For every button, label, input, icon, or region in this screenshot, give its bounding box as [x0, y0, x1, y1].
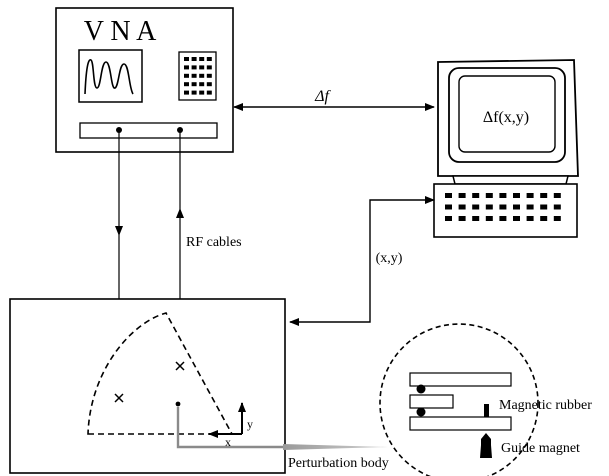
vna-keypad-key [199, 57, 205, 61]
keyboard-key [485, 204, 493, 210]
computer-scan-link [289, 196, 435, 326]
keyboard-key [526, 193, 534, 198]
vna-keypad-key [206, 57, 212, 61]
vna-keypad-key [199, 73, 205, 78]
keyboard-key [458, 204, 466, 210]
vna-keypad-key [191, 90, 197, 95]
keyboard-key [553, 204, 561, 210]
scan-area-frame [9, 298, 286, 474]
rf-cable-1-arrow [115, 226, 123, 236]
keyboard-key [472, 204, 480, 210]
probe-marker-1 [114, 393, 124, 403]
vna-keypad-key [199, 82, 205, 87]
vna-keypad [178, 51, 217, 101]
vna-keypad-key [184, 65, 189, 70]
perturbation-body [175, 401, 181, 407]
rf-cables-label: RF cables [186, 235, 242, 250]
keyboard-key [540, 193, 548, 198]
monitor-stand [452, 175, 569, 185]
keyboard-keys [445, 193, 561, 221]
keyboard-key [553, 216, 561, 221]
vna-computer-link-label: Δf [314, 88, 331, 105]
detail-top-plate [409, 372, 512, 387]
keyboard-key [458, 216, 466, 221]
perturbation-body-label: Perturbation body [288, 456, 389, 471]
detail-ball-top [416, 384, 426, 394]
keyboard-key [472, 216, 480, 221]
detail-magnifier: Magnetic rubber Guide magnet [379, 323, 592, 476]
magnetic-rubber-label: Magnetic rubber [499, 398, 592, 413]
keyboard-key [499, 204, 507, 210]
keyboard-key [553, 193, 561, 198]
computer: Δf(x,y) [433, 59, 579, 238]
keyboard-key [445, 204, 452, 210]
keyboard-key [485, 216, 493, 221]
axis-x-label: x [225, 435, 231, 449]
vna-title: V N A [84, 16, 157, 47]
detail-ball-bottom [416, 407, 426, 417]
keyboard-key [445, 216, 452, 221]
vna-instrument: V N A [55, 7, 234, 153]
perturbation-beam [283, 444, 388, 450]
vna-keypad-key [206, 90, 212, 95]
keyboard-key [472, 193, 480, 198]
cavity-outline [87, 312, 234, 435]
vna-port-strip [79, 122, 218, 139]
keyboard-key [540, 204, 548, 210]
detail-middle-plate [409, 394, 454, 409]
vna-keypad-key [206, 65, 212, 70]
detail-circle [379, 323, 539, 476]
vna-keypad-key [184, 82, 189, 87]
vna-keypad-key [199, 65, 205, 70]
computer-scan-link-label: (x,y) [376, 251, 403, 266]
vna-waveform [84, 59, 134, 95]
rf-cable-2-arrow [176, 208, 184, 218]
keyboard-key [458, 193, 466, 198]
vna-keypad-key [206, 73, 212, 78]
keyboard-key [499, 216, 507, 221]
keyboard [433, 183, 578, 238]
keyboard-key [540, 216, 548, 221]
computer-screen-label: Δf(x,y) [483, 109, 529, 126]
guide-magnet-label: Guide magnet [501, 441, 580, 456]
vna-keypad-key [191, 65, 197, 70]
vna-keypad-key [206, 82, 212, 87]
keyboard-key [499, 193, 507, 198]
keyboard-key [513, 193, 520, 198]
axis-y-label: y [247, 417, 253, 431]
probe-marker-2 [175, 361, 185, 371]
vna-keypad-key [191, 57, 197, 61]
monitor-screen [458, 75, 556, 153]
vna-keypad-key [191, 73, 197, 78]
keyboard-key [445, 193, 452, 198]
keyboard-key [485, 193, 493, 198]
keyboard-key [526, 204, 534, 210]
perturbation-rod [176, 407, 283, 449]
keyboard-key [513, 216, 520, 221]
keyboard-key [513, 204, 520, 210]
scan-area: x y Perturbation body [9, 298, 389, 474]
vna-keypad-key [191, 82, 197, 87]
vna-keypad-key [184, 90, 189, 95]
vna-display-screen [78, 49, 143, 103]
vna-keypad-key [184, 57, 189, 61]
keyboard-key [526, 216, 534, 221]
magnetic-rubber [484, 404, 489, 417]
vna-keypad-key [199, 90, 205, 95]
guide-magnet [480, 433, 492, 458]
detail-bottom-plate [409, 416, 512, 431]
vna-keypad-key [184, 73, 189, 78]
